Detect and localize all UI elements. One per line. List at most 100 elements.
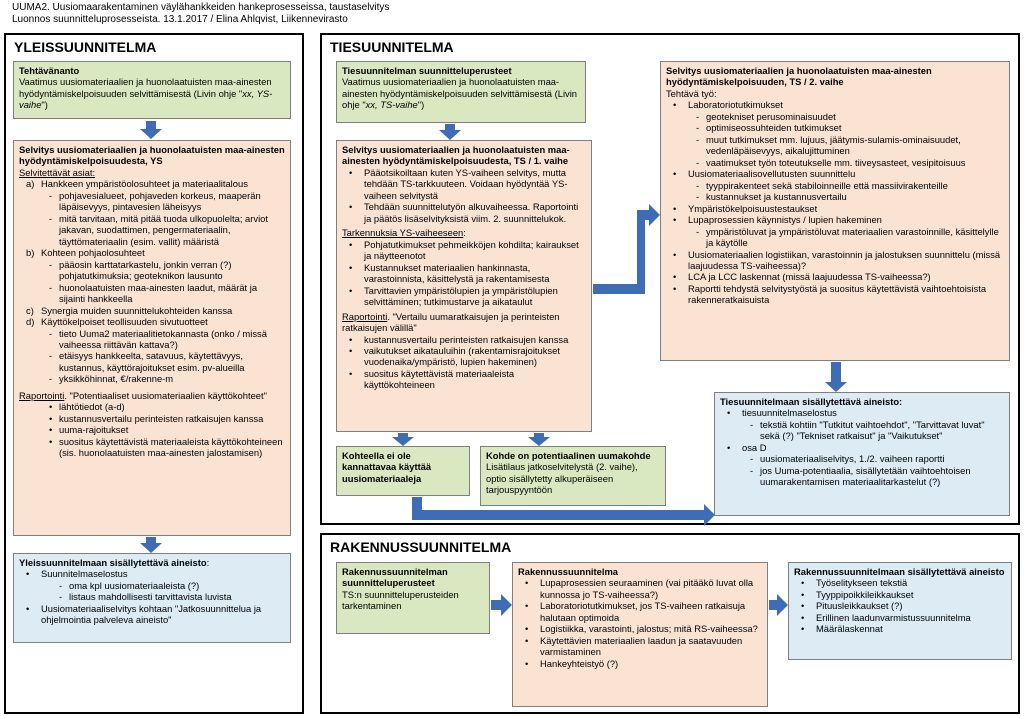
list-marker: - xyxy=(49,373,53,385)
ys-tehtavananto-title: Tehtävänanto xyxy=(19,65,80,76)
list-item-text: pohjavesialueet, pohjaveden korkeus, maa… xyxy=(59,189,261,213)
list-item: •Tyyppipoikkileikkaukset xyxy=(794,589,1006,600)
ts-sisallytettava-title: Tiesuunnitelmaan sisällytettävä aineisto… xyxy=(720,396,903,407)
bullet-icon: • xyxy=(49,435,53,447)
bullet-icon: • xyxy=(349,201,353,213)
list-item-text: LCA ja LCC laskennat (missä laajuudessa … xyxy=(688,271,931,283)
list-item-text: oma kpl uusiomateriaaleista (?) xyxy=(69,579,200,591)
list-marker: - xyxy=(49,212,53,224)
list-marker: c) xyxy=(26,304,34,316)
list-item: -tyyppirakenteet sekä stabiloinneille et… xyxy=(666,180,1004,191)
ys-sisallytettava-box: Yleissuunnitelmaan sisällytettävä aineis… xyxy=(13,553,291,643)
ys-selvitys-list: a)Hankkeen ympäristöolosuhteet ja materi… xyxy=(19,178,285,384)
ts-sisallytettava-box: Tiesuunnitelmaan sisällytettävä aineisto… xyxy=(714,392,1010,516)
list-marker: - xyxy=(750,453,754,465)
ts-vaihe1-box: Selvitys uusiomateriaalien ja huonolaatu… xyxy=(336,140,592,432)
bullet-icon: • xyxy=(349,344,353,356)
list-item: •Kustannukset materiaalien hankinnasta, … xyxy=(342,262,586,285)
list-marker: • xyxy=(673,202,677,214)
list-item: • LCA ja LCC laskennat (missä laajuudessa… xyxy=(666,271,1004,282)
rs-suunnitelma-box: Rakennussuunnitelma •Lupaprosessien seur… xyxy=(512,562,768,707)
rs-sisallytettava-title: Rakennussuunnitelmaan sisällytettävä ain… xyxy=(794,566,1005,577)
document-header: UUMA2. Uusiomaarakentaminen väylähankkei… xyxy=(12,2,389,26)
list-marker: - xyxy=(49,189,53,201)
list-item-text: Pituusleikkaukset (?) xyxy=(816,600,903,612)
list-item-text: Raportti tehdystä selvitystyöstä ja suos… xyxy=(688,282,987,306)
list-item: -listaus mahdollisesti tarvittavista luv… xyxy=(19,591,285,602)
list-marker: - xyxy=(696,191,700,203)
list-marker: • xyxy=(26,568,30,580)
ys-selvitys-subtitle: Selvitettävät asiat: xyxy=(19,166,96,178)
bullet-icon: • xyxy=(349,284,353,296)
list-item-text: Pohjatutkimukset pehmeikköjen kohdilta; … xyxy=(364,238,579,262)
bullet-icon: • xyxy=(349,333,353,345)
list-marker: a) xyxy=(26,178,35,190)
ts-tarkennuksia-list: • Pohjatutkimukset pehmeikköjen kohdilta;… xyxy=(342,239,586,308)
list-item-text: uuma-rajoitukset xyxy=(59,424,129,436)
list-marker: - xyxy=(49,350,53,362)
list-item-text: tiesuunnitelmaselostus xyxy=(742,407,837,419)
list-item: • vaikutukset aikatauluihin (rakentamisra… xyxy=(342,345,586,368)
bullet-icon: • xyxy=(801,588,805,600)
list-item: •suositus käytettävistä materiaaleista k… xyxy=(342,368,586,391)
list-item: -jos Uuma-potentiaalia, sisällytetään va… xyxy=(720,465,1004,488)
list-item: -yksikköhinnat, €/rakenne-m xyxy=(19,373,285,384)
list-item-text: geotekniset perusominaisuudet xyxy=(706,110,836,122)
list-item-text: Tehdään suunnittelutyön alkuvaiheessa. R… xyxy=(364,201,579,224)
ts-ei-kannattavaa-box: Kohteella ei ole kannattavaa käyttää uus… xyxy=(336,446,470,496)
list-item-text: Uusiomateriaaliselvitys kohtaan "Jatkosu… xyxy=(41,602,262,626)
list-item-text: kustannusvertailu perinteisten ratkaisuj… xyxy=(59,412,264,424)
list-item-text: Määrälaskennat xyxy=(816,623,883,635)
list-item-text: vaikutukset aikatauluihin (rakentamisraj… xyxy=(364,344,560,368)
list-item-text: Erillinen laadunvarmistussuunnitelma xyxy=(816,611,971,623)
ts-vaihe1-list: •Pääotsikoiltaan kuten YS-vaiheen selvit… xyxy=(342,167,586,224)
list-item: •Pohjatutkimukset pehmeikköjen kohdilta;… xyxy=(342,239,586,262)
list-marker: d) xyxy=(26,316,35,328)
list-marker: - xyxy=(59,591,63,603)
list-item-text: ympäristöluvat ja ympäristöluvat materia… xyxy=(706,225,999,249)
list-marker: - xyxy=(59,579,63,591)
bullet-icon: • xyxy=(801,600,805,612)
bullet-icon: • xyxy=(49,412,53,424)
ys-selvitys-title: Selvitys uusiomateriaalien ja huonolaatu… xyxy=(19,144,285,167)
list-marker: • xyxy=(727,441,731,453)
list-item: -optimiseossuhteiden tutkimukset xyxy=(666,122,1004,133)
list-marker: • xyxy=(727,407,731,419)
list-marker: - xyxy=(696,122,700,134)
list-item-text: optimiseossuhteiden tutkimukset xyxy=(706,122,842,134)
list-item: •Tarvittavien ympäristölupien ja ympäris… xyxy=(342,285,586,308)
list-item: • Tehdään suunnittelutyön alkuvaiheessa. … xyxy=(342,201,586,224)
ts-ei-kannattavaa-title: Kohteella ei ole kannattavaa käyttää uus… xyxy=(342,450,432,484)
list-item-text: kustannusvertailu perinteisten ratkaisuj… xyxy=(364,333,569,345)
list-item-text: Uusiomateriaalien logistiikan, varastoin… xyxy=(688,248,1001,271)
ts-potentiaalinen-title: Kohde on potentiaalinen uumakohde xyxy=(486,450,651,461)
list-item: -pohjavesialueet, pohjaveden korkeus, ma… xyxy=(19,190,285,213)
list-item-text: kustannukset ja kustannusvertailu xyxy=(706,191,847,203)
list-item: -muut tutkimukset mm. lujuus, jäätymis-s… xyxy=(666,134,1004,157)
list-item: •Hankeyhteistyö (?) xyxy=(518,658,762,669)
bullet-icon: • xyxy=(349,166,353,178)
list-marker: - xyxy=(49,327,53,339)
list-marker: - xyxy=(696,225,700,237)
list-item-text: osa D xyxy=(742,441,767,453)
ts-raportointi-list: • kustannusvertailu perinteisten ratkaisu… xyxy=(342,334,586,391)
list-item-text: tyyppirakenteet sekä stabiloinneille ett… xyxy=(706,179,948,191)
bullet-icon: • xyxy=(525,634,529,646)
list-item-text: mitä tarvitaan, mitä pitää tuoda ulkopuo… xyxy=(59,212,268,247)
list-item-text: muut tutkimukset mm. lujuus, jäätymis-su… xyxy=(706,133,961,157)
list-item: -pääosin karttatarkastelu, jonkin verran… xyxy=(19,259,285,282)
list-item-text: vaatimukset työn toteutukselle mm. tiive… xyxy=(706,156,966,168)
list-item-text: Lupaprosessien seuraaminen (vai pitääkö … xyxy=(540,577,754,600)
rakennussuunnitelma-title: RAKENNUSSUUNNITELMA xyxy=(330,539,512,555)
list-item: •Logistiikka, varastointi, jalostus; mit… xyxy=(518,623,762,634)
list-item-text: tieto Uuma2 materiaalitietokannasta (onk… xyxy=(59,327,267,350)
ts-raportointi-heading: Raportointi. "Vertailu uumaratkaisujen j… xyxy=(342,310,560,334)
list-marker: • xyxy=(673,99,677,111)
list-item: •Suunnitelmaselostus xyxy=(19,568,285,579)
list-item: -etäisyys hankkeelta, satavuus, käytettä… xyxy=(19,350,285,373)
list-marker: • xyxy=(673,271,677,283)
list-marker: • xyxy=(673,248,677,260)
list-item: -tieto Uuma2 materiaalitietokannasta (on… xyxy=(19,328,285,351)
list-marker: • xyxy=(673,168,677,180)
ys-report-list: •lähtötiedot (a-d)•kustannusvertailu per… xyxy=(19,401,285,458)
